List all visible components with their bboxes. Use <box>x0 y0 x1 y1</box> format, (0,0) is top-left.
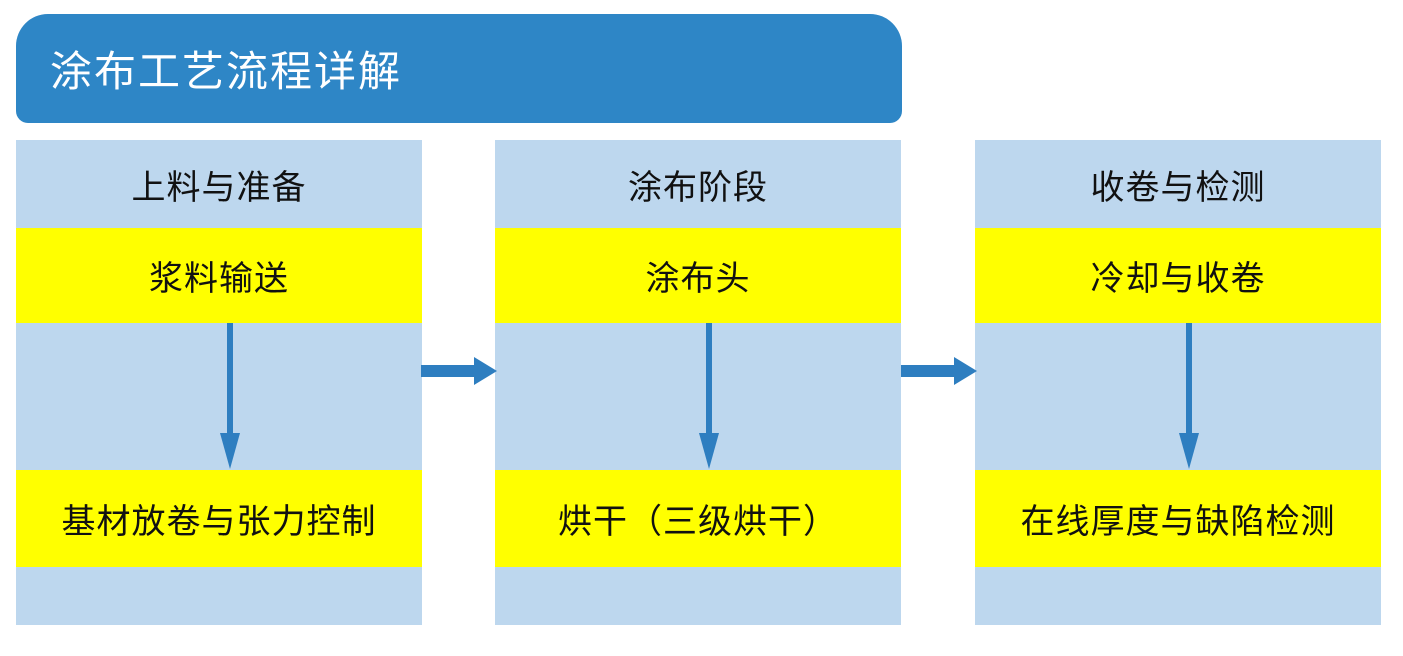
stage-footer <box>495 567 901 625</box>
down-arrow-icon <box>1179 323 1199 469</box>
stage-column-winding: 收卷与检测 冷却与收卷 在线厚度与缺陷检测 <box>975 140 1381 625</box>
stage-column-coating: 涂布阶段 涂布头 烘干（三级烘干） <box>495 140 901 625</box>
title-banner: 涂布工艺流程详解 <box>16 14 902 123</box>
stage-connector <box>975 323 1381 470</box>
stage-step-1: 涂布头 <box>495 228 901 323</box>
stage-connector <box>16 323 422 470</box>
stage-connector <box>495 323 901 470</box>
flow-arrow-right-icon <box>421 357 497 385</box>
stage-step-2: 烘干（三级烘干） <box>495 470 901 567</box>
stage-column-loading: 上料与准备 浆料输送 基材放卷与张力控制 <box>16 140 422 625</box>
stage-step-2: 基材放卷与张力控制 <box>16 470 422 567</box>
stage-step-2: 在线厚度与缺陷检测 <box>975 470 1381 567</box>
stage-title: 涂布阶段 <box>495 140 901 228</box>
stage-footer <box>975 567 1381 625</box>
down-arrow-icon <box>220 323 240 469</box>
stage-footer <box>16 567 422 625</box>
stage-title: 收卷与检测 <box>975 140 1381 228</box>
flow-arrow-right-icon <box>901 357 977 385</box>
stage-title: 上料与准备 <box>16 140 422 228</box>
page-title: 涂布工艺流程详解 <box>50 48 403 95</box>
stage-step-1: 冷却与收卷 <box>975 228 1381 323</box>
stage-step-1: 浆料输送 <box>16 228 422 323</box>
down-arrow-icon <box>699 323 719 469</box>
